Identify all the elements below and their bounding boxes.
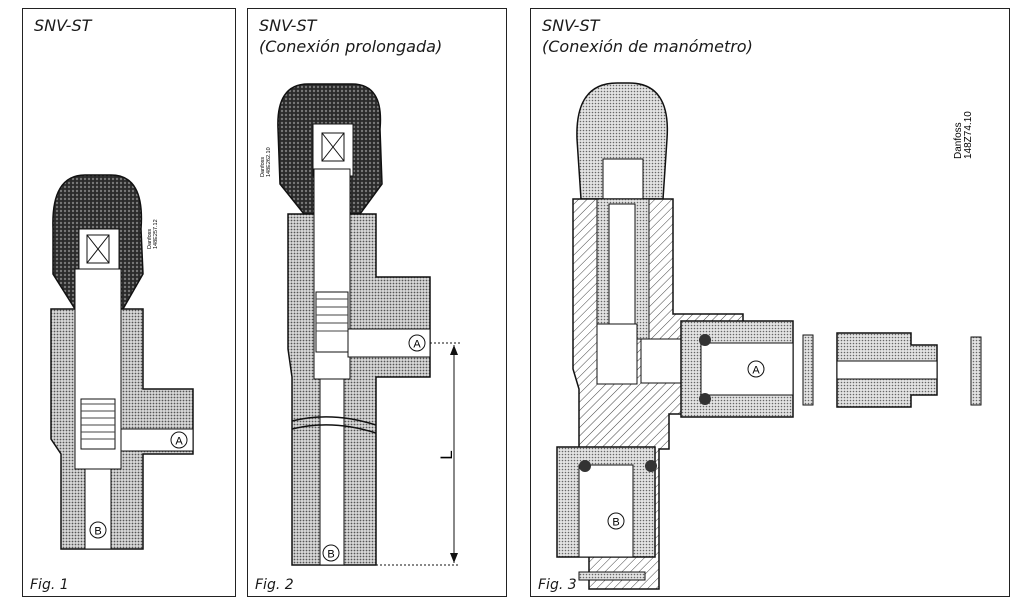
port-a-marker: A: [170, 431, 188, 449]
code-text: 148E262.10: [266, 147, 272, 177]
figure-label: Fig. 2: [255, 577, 294, 593]
port-a-label: A: [752, 365, 760, 377]
title-line-2: (Conexión prolongada): [259, 37, 443, 56]
port-b-marker: B: [89, 521, 107, 539]
port-a-label: A: [413, 339, 421, 351]
panel-title: SNV-ST (Conexión de manómetro): [542, 15, 753, 57]
drawing-code-label: Danfoss 148Z74.10: [953, 111, 974, 159]
port-b-marker: B: [607, 512, 625, 530]
port-a-label: A: [175, 436, 183, 448]
drawing-code-label: Danfoss 148E257.12: [147, 219, 159, 249]
valve-drawing-fig1: A B Danfoss 148E257.12: [50, 174, 194, 550]
valve-drawing-fig3: A B Danfoss 148Z74.10: [556, 82, 982, 590]
port-a-marker: A: [747, 360, 765, 378]
figure-panel-3: SNV-ST (Conexión de manómetro): [530, 8, 1010, 597]
brand-text: Danfoss: [147, 229, 153, 249]
figure-label: Fig. 1: [30, 577, 69, 593]
code-text: 148E257.12: [153, 219, 159, 249]
loose-parts: [578, 332, 982, 581]
valve-body: [556, 82, 794, 590]
dimension-label: L: [437, 450, 456, 459]
brand-text: Danfoss: [260, 157, 266, 177]
panel-title: SNV-ST: [34, 15, 91, 36]
figure-panel-1: SNV-ST A: [22, 8, 236, 597]
valve-body: [277, 83, 431, 566]
dimension-line: L: [376, 342, 460, 566]
title-line-2: (Conexión de manómetro): [542, 37, 753, 56]
port-b-marker: B: [322, 544, 340, 562]
panel-title: SNV-ST (Conexión prolongada): [259, 15, 442, 57]
code-text: 148Z74.10: [963, 111, 974, 159]
title-line-1: SNV-ST: [259, 16, 317, 35]
figure-panel-2: SNV-ST (Conexión prolongada): [247, 8, 507, 597]
port-b-label: B: [327, 549, 334, 561]
valve-body: [50, 174, 194, 550]
valve-drawing-fig2: A B L Danfoss 148E262.10: [260, 83, 460, 566]
figure-label: Fig. 3: [538, 577, 577, 593]
title-line-1: SNV-ST: [542, 16, 600, 35]
port-a-marker: A: [408, 334, 426, 352]
port-b-label: B: [94, 526, 101, 538]
port-b-label: B: [612, 517, 619, 529]
brand-text: Danfoss: [953, 122, 964, 159]
drawing-code-label: Danfoss 148E262.10: [260, 147, 272, 177]
title-line-1: SNV-ST: [34, 16, 92, 35]
